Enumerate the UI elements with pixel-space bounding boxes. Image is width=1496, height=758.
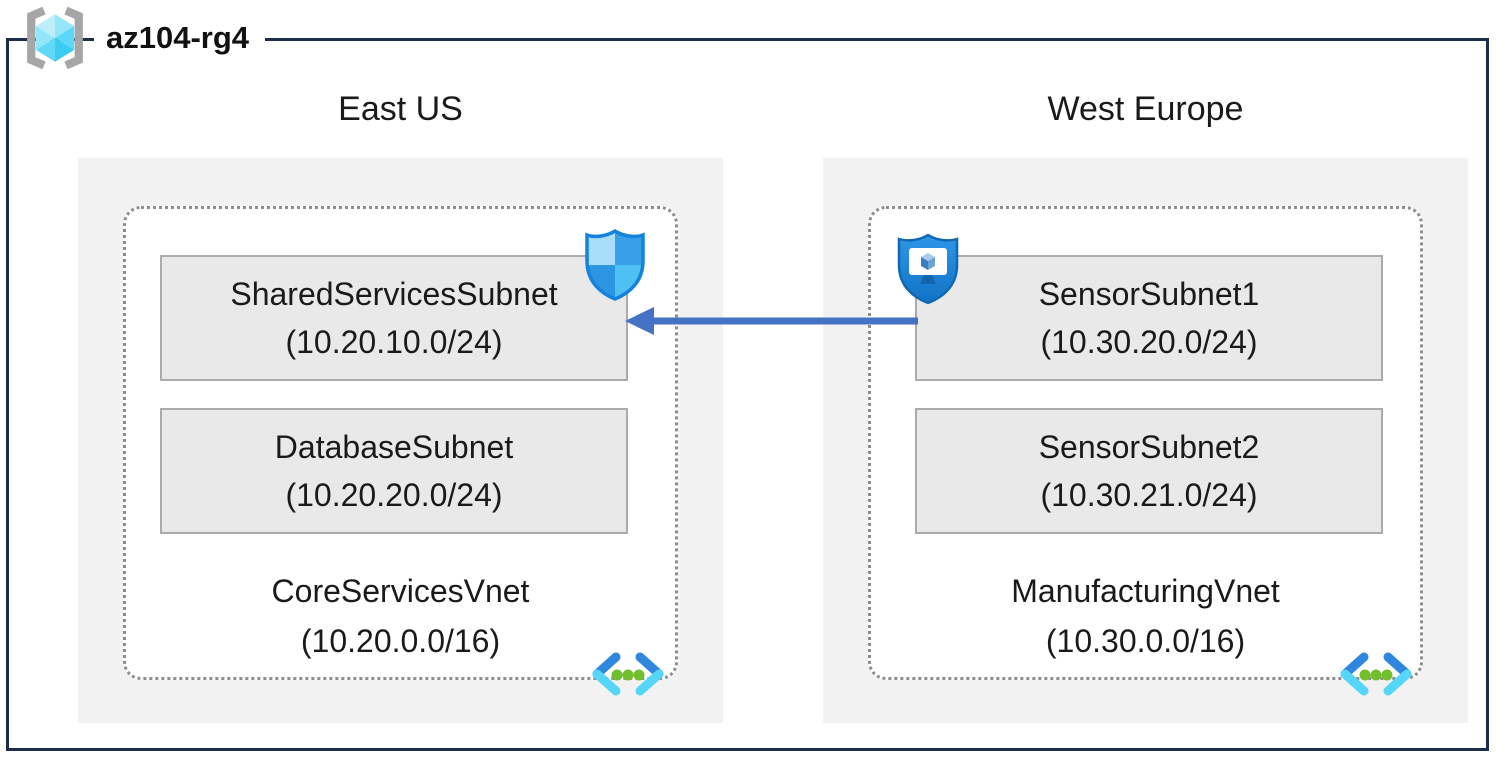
subnet-name: DatabaseSubnet — [274, 429, 514, 465]
vnet-name: ManufacturingVnet — [1011, 573, 1280, 609]
vnet-cidr: (10.30.0.0/16) — [1045, 623, 1246, 659]
region-header-east-us: East US — [338, 90, 463, 128]
protected-vm-shield-icon — [897, 233, 959, 305]
monitor-stand — [920, 275, 936, 284]
subnet-name: SharedServicesSubnet — [230, 276, 558, 312]
subnet-cidr: (10.30.20.0/24) — [1040, 324, 1258, 360]
virtual-network-icon — [1340, 652, 1412, 696]
nsg-shield-icon — [585, 228, 645, 301]
subnet-name: SensorSubnet2 — [1038, 429, 1260, 465]
subnet-sensor1: SensorSubnet1 (10.30.20.0/24) — [915, 255, 1383, 381]
subnet-sharedservices: SharedServicesSubnet (10.20.10.0/24) — [160, 255, 628, 381]
vnet-peering-arrow — [625, 307, 918, 335]
vnet-cidr: (10.20.0.0/16) — [300, 623, 501, 659]
resource-group-box — [6, 38, 1489, 751]
subnet-sensor2: SensorSubnet2 (10.30.21.0/24) — [915, 408, 1383, 534]
resource-group-title: az104-rg4 — [94, 6, 266, 70]
subnet-cidr: (10.20.10.0/24) — [285, 324, 503, 360]
cube-glyph — [921, 253, 935, 270]
resource-group-label: az104-rg4 — [16, 6, 266, 70]
subnet-cidr: (10.20.20.0/24) — [285, 477, 503, 513]
resource-group-icon — [27, 6, 83, 70]
vnet-label-coreservices: CoreServicesVnet (10.20.0.0/16) — [123, 566, 678, 666]
subnet-cidr: (10.30.21.0/24) — [1040, 477, 1258, 513]
vnet-label-manufacturing: ManufacturingVnet (10.30.0.0/16) — [868, 566, 1423, 666]
cube-glyph — [35, 14, 75, 62]
region-header-west-europe: West Europe — [1047, 90, 1244, 128]
subnet-database: DatabaseSubnet (10.20.20.0/24) — [160, 408, 628, 534]
virtual-network-icon — [592, 652, 664, 696]
vnet-name: CoreServicesVnet — [271, 573, 530, 609]
subnet-name: SensorSubnet1 — [1038, 276, 1260, 312]
